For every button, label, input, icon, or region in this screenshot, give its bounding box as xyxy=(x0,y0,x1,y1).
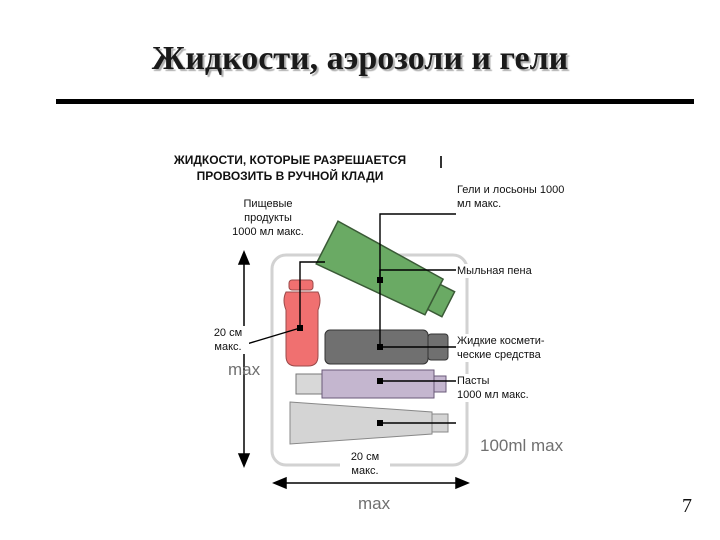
label-cosmetics-line: ческие средства xyxy=(457,349,541,361)
label-gels-line: Гели и лосьоны 1000 xyxy=(457,184,565,196)
label-pastes: Пасты 1000 мл макс. xyxy=(457,374,529,402)
diagram-heading-line: ПРОВОЗИТЬ В РУЧНОЙ КЛАДИ xyxy=(196,169,384,183)
label-pastes-line: 1000 мл макс. xyxy=(457,389,529,401)
light-gray-tube xyxy=(289,401,449,445)
edge-mark xyxy=(438,156,442,168)
label-foam-line: Мыльная пена xyxy=(457,265,532,277)
diagram-heading-line: ЖИДКОСТИ, КОТОРЫЕ РАЗРЕШАЕТСЯ xyxy=(173,153,407,167)
label-foam: Мыльная пена xyxy=(457,264,532,278)
title-rule xyxy=(56,99,694,104)
label-food: Пищевые продукты 1000 мл макс. xyxy=(218,197,318,239)
label-height: 20 см макс. xyxy=(207,326,249,354)
label-food-line: продукты xyxy=(244,212,292,224)
label-food-line: 1000 мл макс. xyxy=(232,226,304,238)
bg-max-side: max xyxy=(228,360,261,379)
label-cosmetics: Жидкие космети- ческие средства xyxy=(457,334,545,362)
label-height-line: макс. xyxy=(214,341,242,353)
label-cosmetics-line: Жидкие космети- xyxy=(457,335,545,347)
label-width-line: макс. xyxy=(351,465,379,477)
bg-max-bottom: max xyxy=(358,494,391,513)
green-tube xyxy=(315,220,456,318)
dark-gray-bottle xyxy=(324,329,449,365)
red-bottle xyxy=(283,279,321,367)
label-gels-line: мл макс. xyxy=(457,198,502,210)
diagram-heading: ЖИДКОСТИ, КОТОРЫЕ РАЗРЕШАЕТСЯ ПРОВОЗИТЬ … xyxy=(140,152,440,184)
label-height-line: 20 см xyxy=(213,327,243,339)
width-arrow xyxy=(272,476,470,490)
slide-number: 7 xyxy=(682,495,692,517)
height-arrow xyxy=(237,250,251,468)
leader-lines xyxy=(239,213,456,424)
label-food-line: Пищевые xyxy=(243,198,293,210)
purple-tube xyxy=(295,369,447,399)
label-width-line: 20 см xyxy=(350,451,380,463)
slide-title: Жидкости, аэрозоли и гели xyxy=(151,40,569,77)
label-pastes-line: Пасты xyxy=(457,375,490,387)
label-gels: Гели и лосьоны 1000 мл макс. xyxy=(457,183,565,211)
leader-dots xyxy=(297,277,383,426)
label-width: 20 см макс. xyxy=(340,450,390,478)
bg-capacity: 100ml max xyxy=(480,436,564,455)
